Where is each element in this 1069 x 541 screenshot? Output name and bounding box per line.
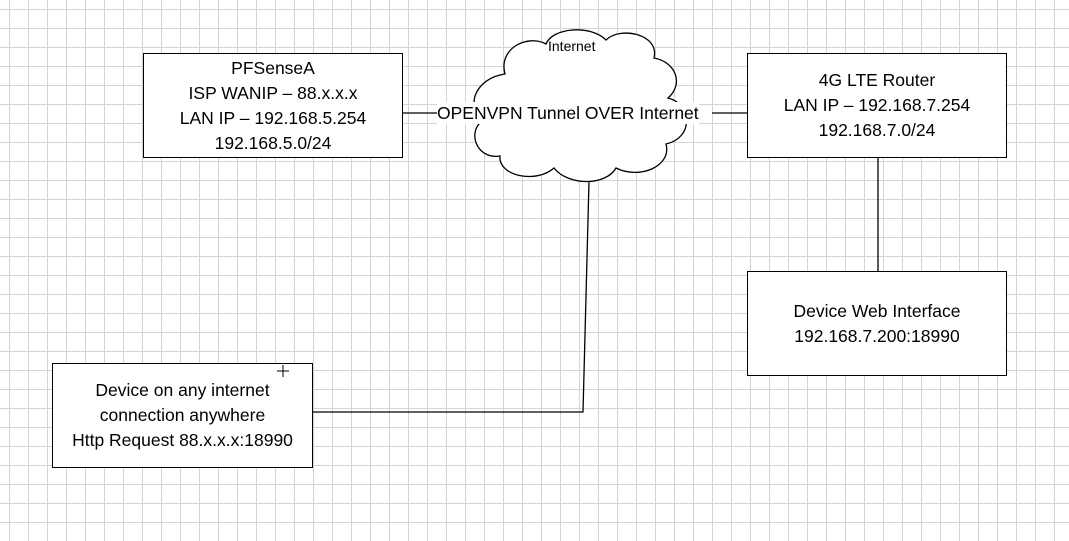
crosshair-cursor-icon — [277, 365, 289, 377]
pfsense-wan-ip: ISP WANIP – 88.x.x.x — [188, 82, 358, 103]
pfsense-subnet: 192.168.5.0/24 — [214, 132, 332, 153]
pfsense-box[interactable]: PFSenseA ISP WANIP – 88.x.x.x LAN IP – 1… — [143, 53, 403, 158]
pfsense-lan-ip: LAN IP – 192.168.5.254 — [179, 107, 367, 128]
client-device-line-2: connection anywhere — [99, 405, 266, 425]
lte-router-box[interactable]: 4G LTE Router LAN IP – 192.168.7.254 192… — [747, 53, 1007, 158]
lte-router-subnet: 192.168.7.0/24 — [818, 120, 936, 140]
tunnel-label: OPENVPN Tunnel OVER Internet — [437, 102, 699, 124]
lte-router-lan-ip: LAN IP – 192.168.7.254 — [783, 95, 971, 115]
cloud-label: Internet — [548, 38, 596, 54]
client-device-request: Http Request 88.x.x.x:18990 — [72, 430, 293, 450]
lte-router-name: 4G LTE Router — [818, 70, 936, 90]
pfsense-name: PFSenseA — [231, 57, 315, 78]
client-device-line-1: Device on any internet — [95, 380, 270, 400]
device-web-address: 192.168.7.200:18990 — [794, 325, 960, 346]
device-web-name: Device Web Interface — [793, 300, 961, 321]
client-device-box[interactable]: Device on any internet connection anywhe… — [52, 363, 313, 468]
device-web-interface-box[interactable]: Device Web Interface 192.168.7.200:18990 — [747, 271, 1007, 376]
link-cloud-client — [313, 180, 590, 413]
